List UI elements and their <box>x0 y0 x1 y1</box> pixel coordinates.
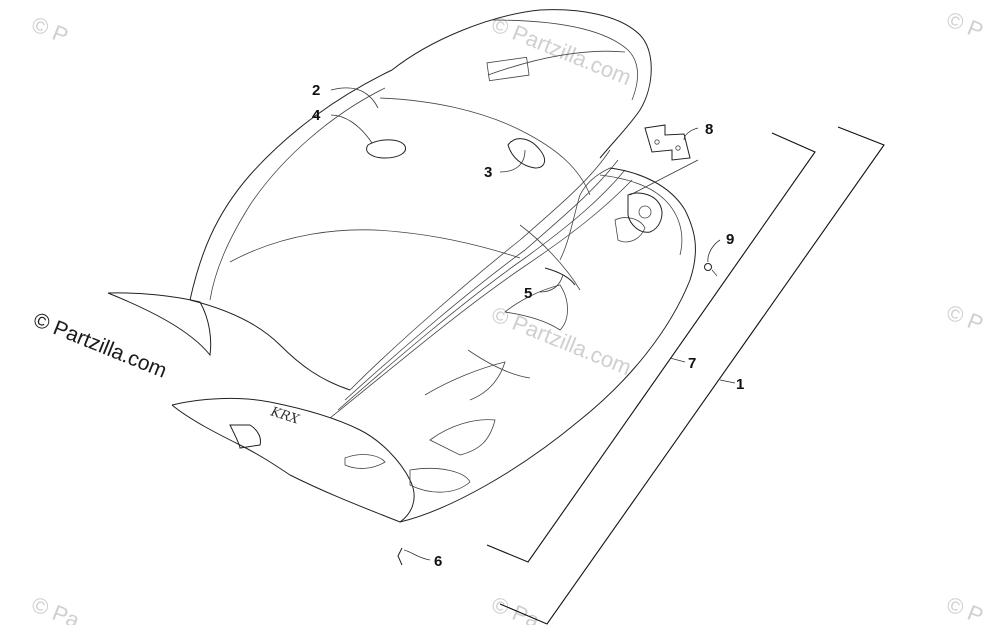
callout-5: 5 <box>524 285 532 302</box>
callout-6: 6 <box>434 553 442 570</box>
watermark-top-right: © P <box>943 6 987 43</box>
part-4-patch-shape <box>366 139 407 159</box>
callout-2: 2 <box>312 82 320 99</box>
watermark-middle-center: © Partzilla.com <box>488 301 635 380</box>
bracket-1 <box>499 126 885 625</box>
part-8-bracket-shape <box>644 124 691 161</box>
part-9-fastener-shape <box>704 263 718 277</box>
watermark-top-left: © P <box>28 11 72 48</box>
part-5-rod-shape <box>544 267 576 286</box>
seat-illustration: KRX <box>107 9 696 523</box>
callout-1: 1 <box>736 376 744 393</box>
callout-8: 8 <box>705 121 713 138</box>
callout-9: 9 <box>726 231 734 248</box>
bracket-7 <box>486 132 816 563</box>
callout-labels: 1 2 3 4 5 6 7 8 9 <box>312 82 744 570</box>
callout-4: 4 <box>312 107 321 124</box>
leader-lines <box>330 87 721 561</box>
watermark-top-center: © Partzilla.com <box>488 11 635 90</box>
watermark-faint-group: © P © Partzilla.com © P © Partzilla.com … <box>28 6 987 625</box>
part-6-clip-shape <box>397 547 403 566</box>
watermark-bottom-center: © Pa <box>488 591 544 625</box>
part-3-tab-shape <box>507 138 546 169</box>
callout-7: 7 <box>688 355 696 372</box>
watermark-middle-right: © P <box>943 299 987 336</box>
callout-3: 3 <box>484 164 492 181</box>
watermark-bottom-right: © P <box>943 591 987 625</box>
watermark-bottom-left: © Pa <box>28 591 84 625</box>
watermark-main: © Partzilla.com <box>30 308 170 382</box>
